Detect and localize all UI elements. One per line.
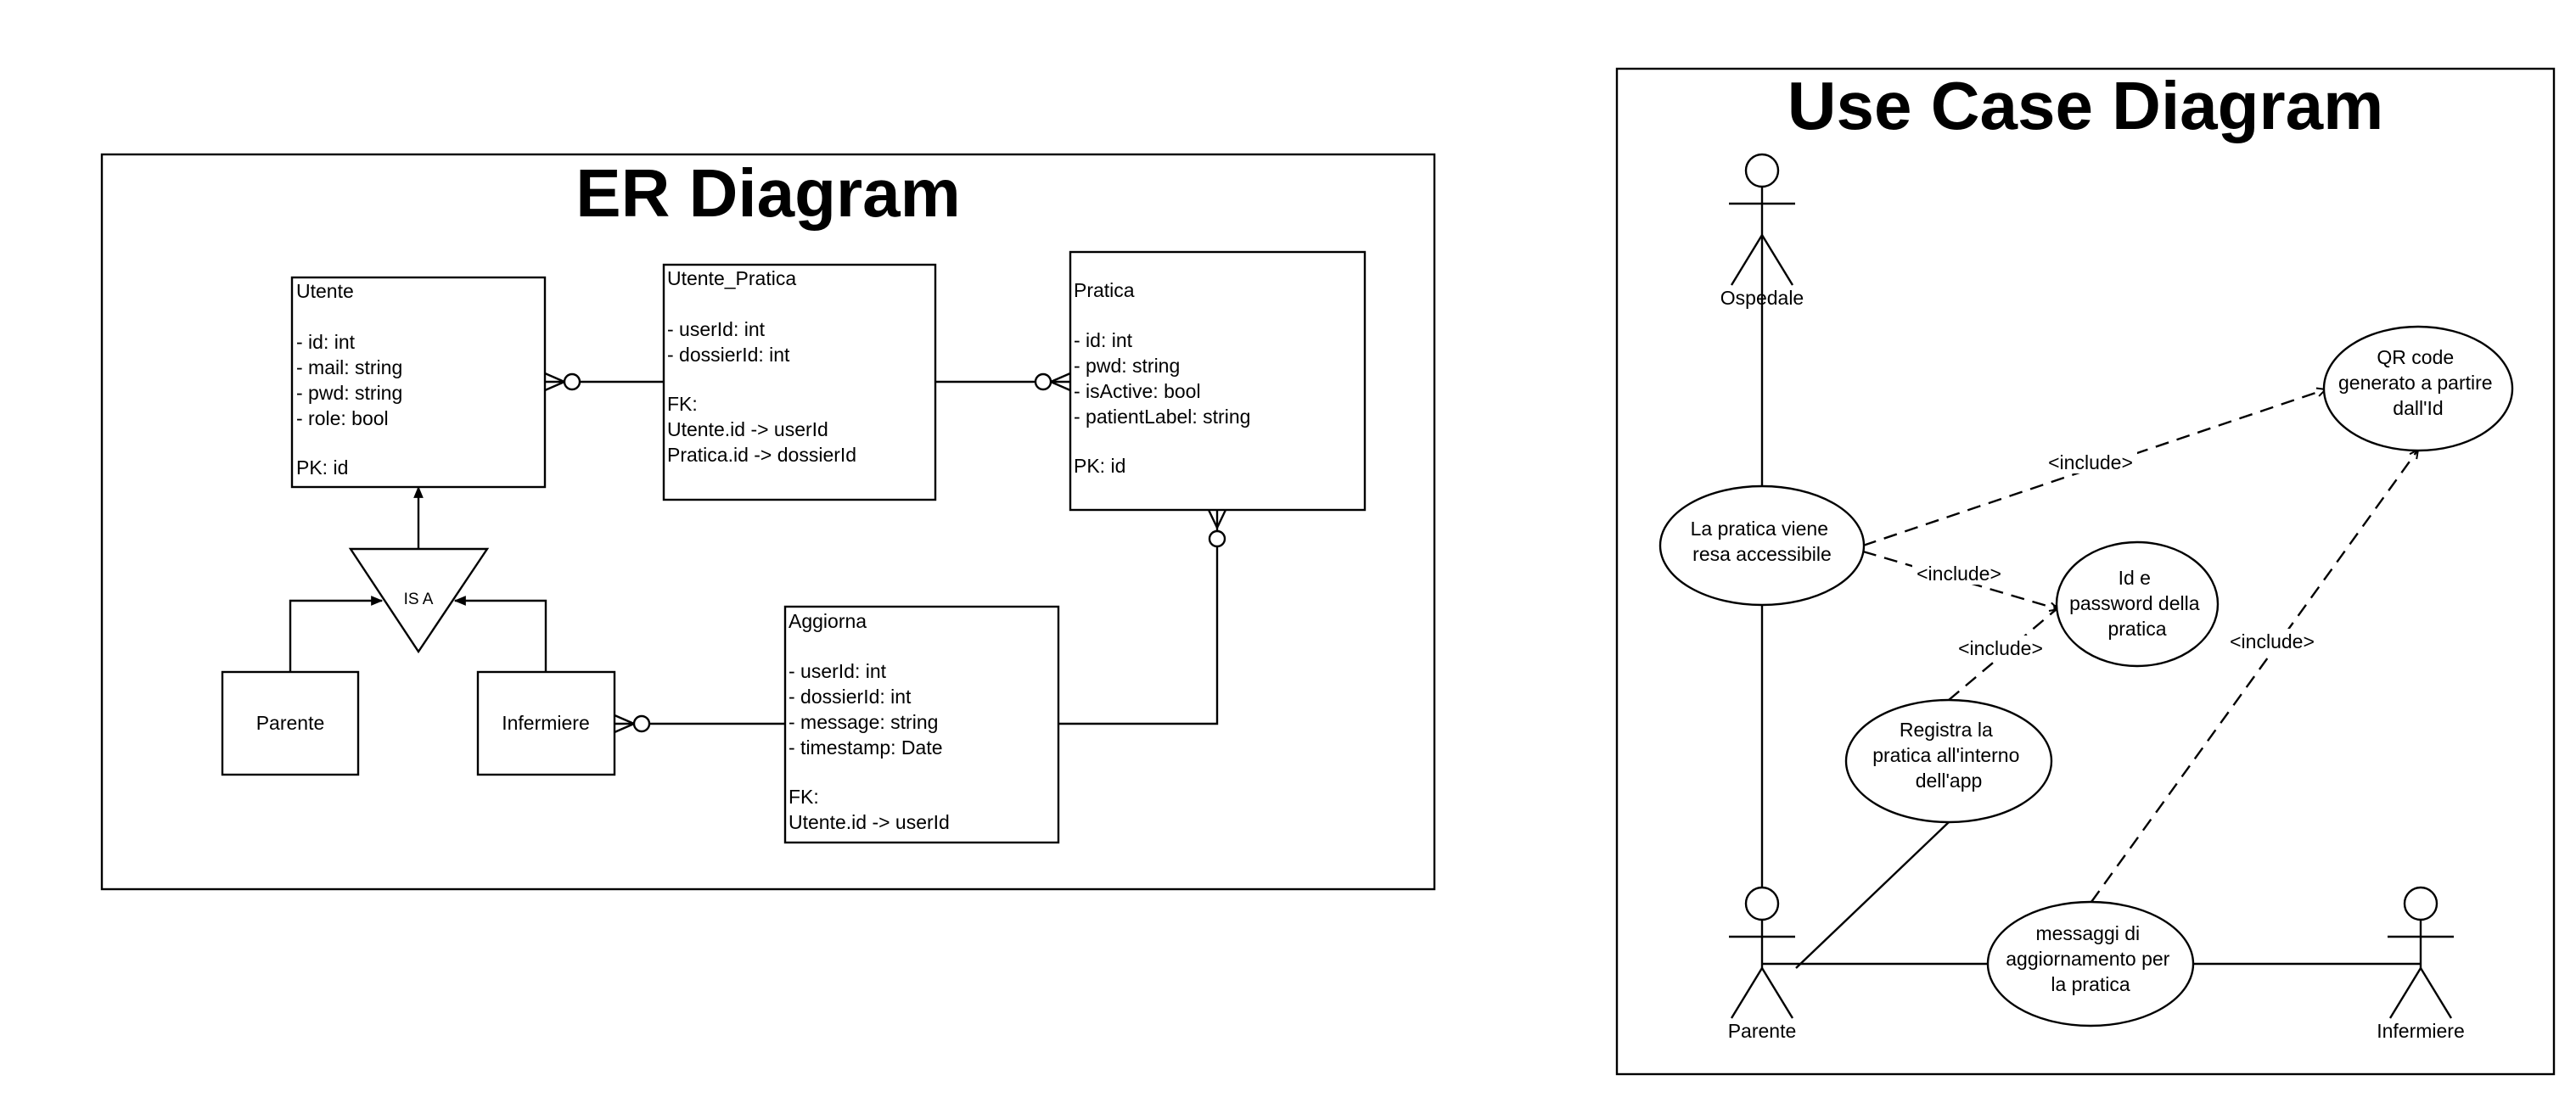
include-label-4: <include> [2225, 629, 2319, 652]
usecase-idpwd[interactable]: Id e password della pratica [2055, 540, 2220, 668]
svg-text:<include>: <include> [2048, 451, 2133, 473]
svg-text:Parente: Parente [256, 712, 325, 734]
svg-text:messaggi di aggiorname: messaggi di aggiornamento per la pratica [2006, 922, 2175, 995]
relation-utente-pratica-pratica [935, 372, 1071, 392]
svg-text:QR code generato a pa: QR code generato a partire dall'Id [2338, 346, 2498, 419]
entity-aggiorna-text: Aggiorna - userId: int - dossierId: int … [789, 610, 950, 833]
svg-text:Registra la pratica al: Registra la pratica all'interno dell'app [1872, 719, 2025, 792]
svg-text:<include>: <include> [1917, 563, 2001, 585]
svg-text:<include>: <include> [1958, 637, 2043, 659]
svg-text:Id e password della: Id e password della pratica [2069, 567, 2205, 640]
include-label-1: <include> [2044, 450, 2137, 473]
include-label-2: <include> [1912, 561, 2006, 585]
actor-parente[interactable]: Parente [1728, 886, 1797, 1042]
entity-utente-pratica-text: Utente_Pratica - userId: int - dossierId… [667, 267, 856, 466]
entity-pratica-text: Pratica - id: int - pwd: string - isActi… [1074, 279, 1256, 477]
svg-text:Ospedale: Ospedale [1720, 287, 1804, 309]
usecase-accessibile[interactable]: La pratica viene resa accessibile [1658, 484, 1866, 607]
usecase-title: Use Case Diagram [1787, 68, 2384, 143]
entity-infermiere[interactable]: Infermiere [476, 670, 616, 776]
entity-pratica[interactable]: Pratica - id: int - pwd: string - isActi… [1069, 250, 1367, 512]
er-title: ER Diagram [575, 155, 960, 231]
usecase-qr[interactable]: QR code generato a partire dall'Id [2322, 325, 2514, 452]
svg-text:Infermiere: Infermiere [2377, 1020, 2465, 1042]
assoc-parente-registra [1795, 821, 1950, 969]
actor-infermiere[interactable]: Infermiere [2377, 886, 2465, 1042]
svg-text:Infermiere: Infermiere [502, 712, 590, 734]
relation-utente-utente-pratica [544, 372, 664, 392]
relation-infermiere-aggiorna [614, 714, 785, 734]
usecase-registra[interactable]: Registra la pratica all'interno dell'app [1844, 698, 2053, 824]
relation-aggiorna-pratica [1058, 509, 1227, 725]
svg-text:IS A: IS A [404, 591, 434, 608]
include-messaggi-qr [2091, 450, 2418, 903]
svg-text:<include>: <include> [2230, 630, 2315, 652]
entity-parente[interactable]: Parente [221, 670, 360, 776]
entity-utente-text: Utente - id: int - mail: string - pwd: s… [296, 280, 408, 479]
include-label-3: <include> [1954, 635, 2047, 659]
actor-ospedale[interactable]: Ospedale [1720, 153, 1804, 309]
usecase-diagram: Use Case Diagram <include> <include> <in… [1615, 67, 2556, 1076]
isa-triangle: IS A [289, 485, 547, 672]
svg-text:Parente: Parente [1728, 1020, 1797, 1042]
svg-text:La pratica viene resa: La pratica viene resa accessibile [1691, 518, 1834, 565]
er-diagram: ER Diagram Utente - id: int - mail: stri… [100, 153, 1436, 891]
entity-utente-pratica[interactable]: Utente_Pratica - userId: int - dossierId… [662, 263, 937, 501]
entity-utente[interactable]: Utente - id: int - mail: string - pwd: s… [290, 276, 547, 489]
usecase-messaggi[interactable]: messaggi di aggiornamento per la pratica [1986, 900, 2195, 1027]
entity-aggiorna[interactable]: Aggiorna - userId: int - dossierId: int … [783, 605, 1060, 844]
